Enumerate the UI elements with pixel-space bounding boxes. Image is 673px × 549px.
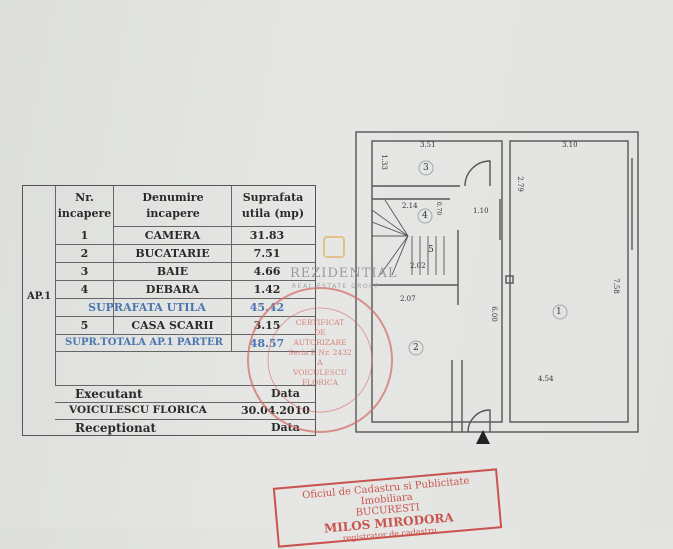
dimension: 2.79 [515,176,524,192]
dimension: 1.33 [379,154,388,170]
row-nr: 2 [80,247,89,260]
dimension: 7.58 [611,278,620,294]
subtotal-area: 45.42 [249,301,285,314]
stamp-line: A [317,358,323,367]
divider [55,262,315,263]
header-nr: Nr. incapere [57,191,112,220]
divider [113,226,315,227]
row-nr: 1 [80,229,89,242]
row-nr: 5 [80,319,89,332]
receptionat-label: Receptionat [75,421,157,435]
executant-name: VOICULESCU FLORICA [69,404,207,416]
divider [55,351,315,352]
room-number: 4 [422,211,428,221]
dimension: 2.14 [402,202,418,210]
divider [55,244,315,245]
header-area: Suprafata utila (mp) [241,191,305,220]
divider [55,419,315,420]
divider [113,186,114,334]
row-name: DEBARA [145,283,200,296]
dimension: 1.10 [473,207,489,215]
room-number: 2 [413,343,419,353]
stamp-line: CERTIFICAT [295,318,345,327]
stamp-line: DE [314,328,326,337]
outer-wall [355,131,639,433]
dimension: 3.51 [420,141,436,149]
area-table: AP.1 Nr. incapere Denumire incapere Supr… [22,185,316,436]
row-area: 4.66 [253,265,281,278]
row-name: BUCATARIE [135,247,210,260]
apartment-label: AP.1 [26,291,52,302]
divider [231,186,232,351]
row-nr: 3 [80,265,89,278]
room-number: 5 [428,245,434,255]
executant-label: Executant [75,387,143,401]
row-nr: 4 [80,283,89,296]
stamp-line: VOICULESCU [292,368,348,377]
row-name: CASA SCARII [131,319,214,332]
stamp-line: FLORICA [301,378,339,387]
row-name: BAIE [156,265,189,278]
dimension: 4.54 [538,375,554,383]
dimension: 6.00 [489,306,498,322]
row-name: CAMERA [144,229,201,242]
room-1-wall [509,140,629,423]
cadastre-stamp: Oficiul de Cadastru si Publicitate Imobi… [272,468,503,548]
total-label: SUPR.TOTALA AP.1 PARTER [65,337,223,348]
dimension: 2.07 [400,295,416,303]
divider [55,385,315,386]
dimension: 0.70 [435,201,443,216]
row-area: 31.83 [249,229,285,242]
room-number: 3 [423,163,429,173]
divider [55,402,315,403]
receptionat-date-label: Data [271,421,300,434]
executant-date: 30.04.2010 [241,404,310,417]
stamp-line: Seria B Nr. 2432 [288,348,352,357]
executant-date-label: Data [271,387,300,400]
round-stamp-text: CERTIFICAT DE AUTORIZARE Seria B Nr. 243… [280,318,360,388]
divider [55,316,315,317]
divider [55,298,315,299]
left-zone-wall [371,140,503,423]
row-area: 7.51 [253,247,281,260]
dimension: 2.02 [410,262,426,270]
divider [55,186,56,386]
divider [55,334,315,335]
subtotal-label: SUPRAFATA UTILA [88,301,206,314]
brand-logo-icon [323,236,345,258]
stamp-line: AUTORIZARE [293,338,347,347]
watermark-tagline: REAL ESTATE GROUP [292,283,381,290]
header-name: Denumire incapere [142,191,204,220]
watermark-brand: REZIDENTIAL [290,266,398,281]
dimension: 3.10 [562,141,578,149]
room-number: 1 [556,307,562,317]
north-arrow-icon [476,430,490,444]
divider [55,280,315,281]
